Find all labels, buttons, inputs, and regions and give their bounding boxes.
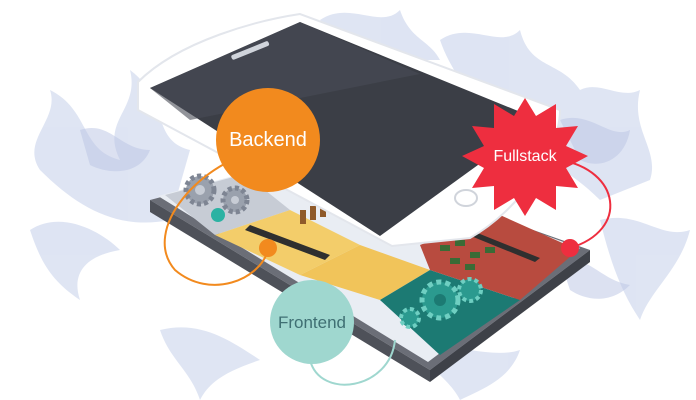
frontend-label: Frontend: [277, 313, 347, 332]
badge-frontend: [270, 280, 354, 364]
connector-lines: [163, 147, 612, 386]
badge-backend: [216, 88, 320, 192]
fullstack-label: Fullstack: [493, 148, 557, 165]
gear-icon: [183, 173, 483, 329]
backend-label: Backend: [229, 129, 307, 151]
badge-fullstack: [462, 98, 588, 216]
phone-device: [137, 12, 562, 248]
